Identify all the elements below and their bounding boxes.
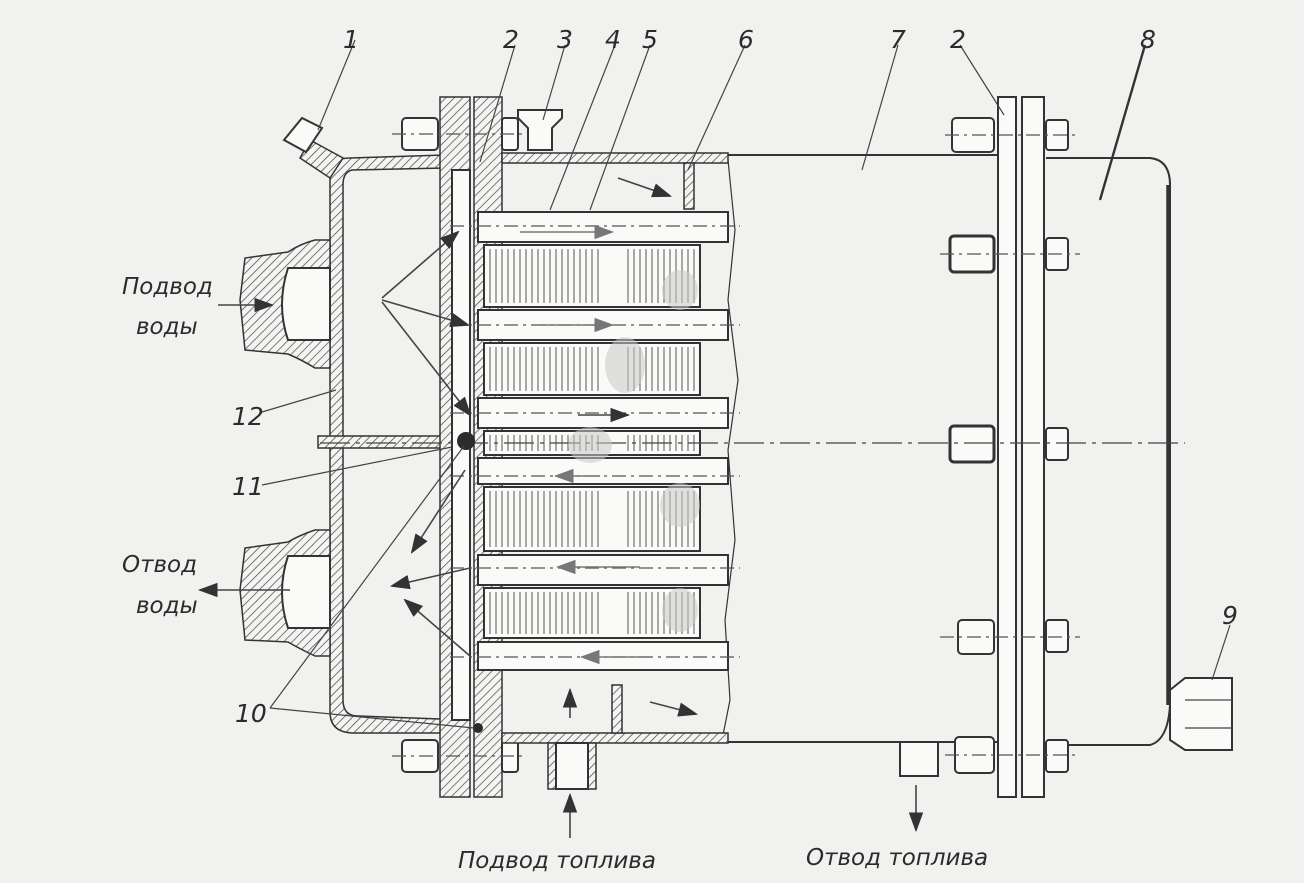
label-part-12: 12 [232,402,264,431]
flow-arrows [200,177,916,838]
tube-bundle [320,211,1185,671]
label-part-2-right: 2 [950,25,966,54]
caption-fuel-in: Подвод топлива [458,848,656,874]
water-cover [239,116,469,734]
label-part-4: 4 [605,25,621,54]
label-part-6: 6 [738,25,754,54]
label-part-5: 5 [642,25,658,54]
caption-water-out-2: воды [136,593,198,619]
right-flange [997,96,1045,798]
caption-water-in-2: воды [136,314,198,340]
caption-water-out-1: Отвод [122,552,197,578]
label-part-8: 8 [1140,25,1156,54]
fuel-shell [501,109,939,790]
drain-plug [1169,677,1233,751]
label-part-1: 1 [343,25,359,54]
flow-captions: Подвод воды Отвод воды Подвод топлива От… [122,274,988,874]
caption-fuel-out: Отвод топлива [806,845,988,871]
gaskets [457,432,483,733]
label-part-10: 10 [235,699,267,728]
label-part-9: 9 [1222,601,1238,630]
leader-lines [261,39,1231,729]
label-part-2-left: 2 [503,25,519,54]
label-part-11: 11 [232,472,264,501]
right-bolts [940,117,1080,774]
label-part-3: 3 [557,25,573,54]
label-part-7: 7 [890,25,906,54]
caption-water-in-1: Подвод [122,274,213,300]
part-labels: 1 2 3 4 5 6 7 2 8 9 10 11 12 [232,25,1238,728]
